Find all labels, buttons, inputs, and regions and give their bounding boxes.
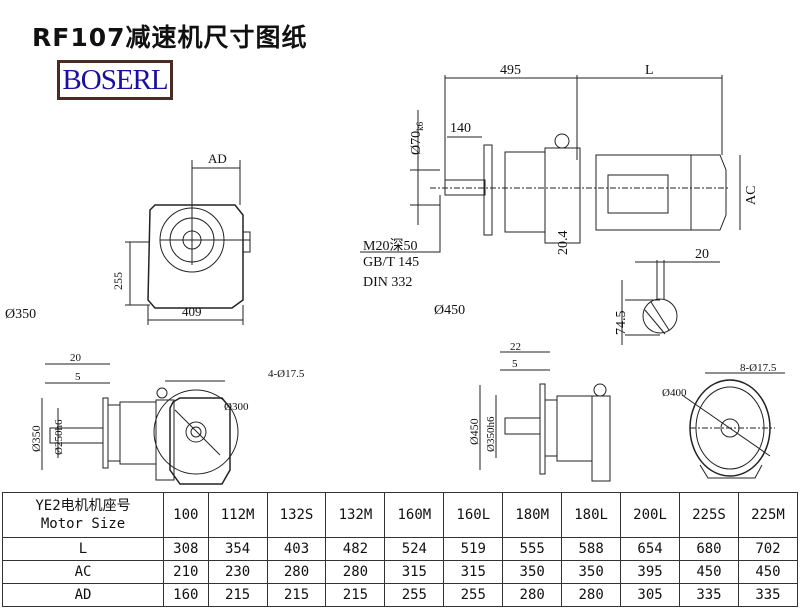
f2-dim-300: Ø300: [224, 401, 249, 413]
value-cell: 350: [502, 560, 563, 584]
size-cell: 100: [163, 492, 209, 538]
value-cell: 395: [620, 560, 680, 584]
value-cell: 482: [325, 537, 386, 561]
f2-holes: 4-Ø17.5: [268, 368, 305, 380]
f4-holes: 8-Ø17.5: [740, 362, 777, 374]
din-spec: DIN 332: [363, 275, 412, 290]
side-view-drawing: [360, 75, 741, 345]
dim-409: 409: [182, 304, 202, 319]
value-cell: 210: [163, 560, 209, 584]
f3-dim-450: Ø450: [467, 418, 481, 445]
front-view-drawing: [125, 160, 251, 325]
value-cell: 280: [502, 583, 563, 607]
motor-size-table: YE2电机机座号 Motor Size 100 112M 132S 132M 16…: [2, 492, 799, 607]
f1-dim-20: 20: [70, 352, 82, 364]
size-cell: 132S: [266, 492, 327, 538]
dim-350-flange: Ø350: [5, 307, 36, 322]
dim-140: 140: [450, 121, 471, 136]
brand-logo: BOSERL: [57, 60, 173, 100]
value-cell: 555: [502, 537, 563, 561]
value-cell: 230: [207, 560, 268, 584]
value-cell: 524: [384, 537, 445, 561]
value-cell: 215: [207, 583, 268, 607]
value-cell: 280: [266, 560, 327, 584]
thread-spec: M20深50: [363, 238, 417, 254]
f3-dim-22: 22: [510, 341, 521, 353]
value-cell: 280: [325, 560, 386, 584]
dim-key-20: 20: [695, 247, 709, 262]
dimension-drawing: AD 255 409 Ø350 495 L Ø70k6 140 AC 20.4 …: [5, 63, 785, 485]
value-cell: 519: [443, 537, 504, 561]
f1-dim-350: Ø350: [29, 425, 43, 452]
row-label: AD: [2, 583, 164, 607]
value-cell: 305: [620, 583, 680, 607]
value-cell: 450: [737, 560, 799, 584]
header-en: Motor Size: [40, 516, 126, 532]
value-cell: 308: [163, 537, 209, 561]
header-cn: YE2电机机座号: [35, 498, 131, 514]
f3-dim-5: 5: [512, 358, 518, 370]
size-cell: 132M: [325, 492, 386, 538]
value-cell: 450: [679, 560, 739, 584]
dim-255: 255: [111, 272, 125, 290]
flange-view-3: [479, 351, 611, 482]
dim-ac: AC: [744, 186, 759, 205]
dim-70: Ø70k6: [409, 121, 425, 155]
value-cell: 654: [620, 537, 680, 561]
size-cell: 200L: [620, 492, 680, 538]
value-cell: 255: [443, 583, 504, 607]
f1-dim-5: 5: [75, 371, 81, 383]
size-cell: 160L: [443, 492, 504, 538]
row-label: L: [2, 537, 164, 561]
value-cell: 588: [561, 537, 622, 561]
flange-view-1: [41, 363, 175, 481]
size-cell: 225S: [679, 492, 739, 538]
value-cell: 255: [384, 583, 445, 607]
dim-495: 495: [500, 63, 521, 78]
value-cell: 702: [737, 537, 799, 561]
value-cell: 215: [266, 583, 327, 607]
f1-dim-250: Ø250h6: [53, 419, 65, 455]
f3-dim-350: Ø350h6: [485, 416, 497, 452]
value-cell: 350: [561, 560, 622, 584]
size-cell: 225M: [737, 492, 799, 538]
page-title: RF107减速机尺寸图纸: [32, 23, 308, 52]
value-cell: 315: [384, 560, 445, 584]
size-cell: 180L: [561, 492, 622, 538]
f4-dim-400: Ø400: [662, 387, 687, 399]
size-cell: 112M: [207, 492, 268, 538]
value-cell: 280: [561, 583, 622, 607]
value-cell: 315: [443, 560, 504, 584]
flange-view-2: [153, 380, 239, 485]
value-cell: 354: [207, 537, 268, 561]
value-cell: 215: [325, 583, 386, 607]
dim-L: L: [645, 63, 654, 78]
dim-450: Ø450: [434, 303, 465, 318]
value-cell: 680: [679, 537, 739, 561]
value-cell: 403: [266, 537, 327, 561]
size-cell: 160M: [384, 492, 445, 538]
flange-view-4: [681, 372, 785, 479]
dim-ad: AD: [208, 151, 227, 166]
row-label: AC: [2, 560, 164, 584]
table-header-motor-size: YE2电机机座号 Motor Size: [2, 492, 164, 538]
value-cell: 160: [163, 583, 209, 607]
value-cell: 335: [679, 583, 739, 607]
dim-20-4: 20.4: [556, 231, 571, 256]
dim-74-5: 74.5: [614, 311, 629, 336]
value-cell: 335: [737, 583, 799, 607]
size-cell: 180M: [502, 492, 563, 538]
gbt-spec: GB/T 145: [363, 255, 419, 270]
